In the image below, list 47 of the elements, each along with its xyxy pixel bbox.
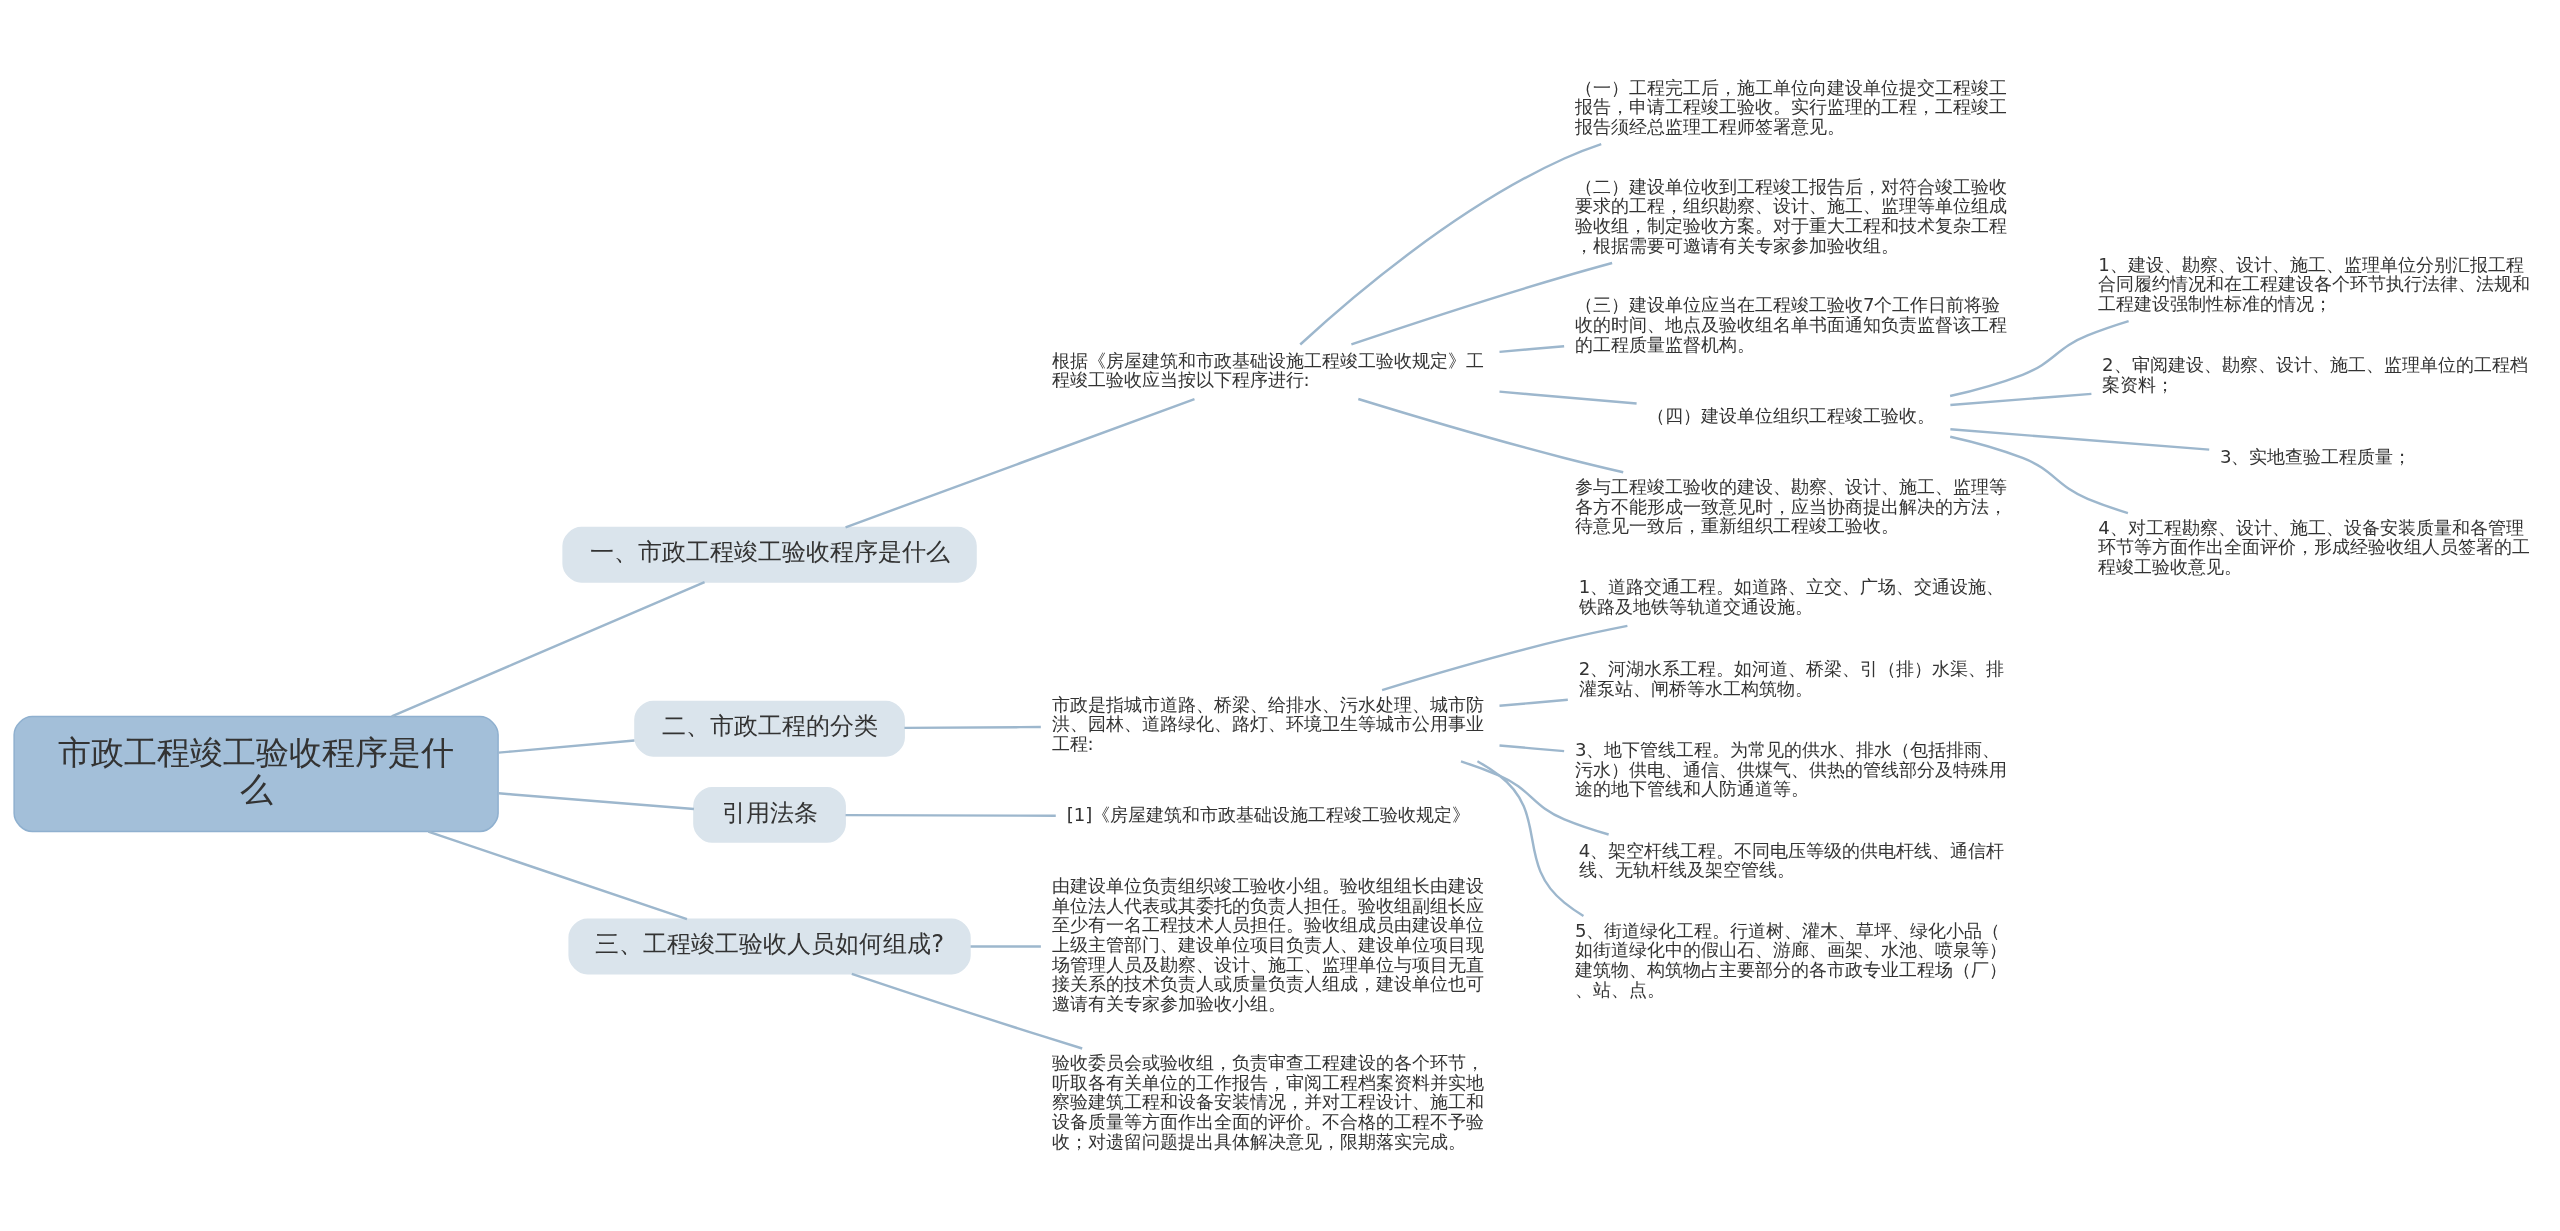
connector <box>1299 142 1602 345</box>
connector <box>1476 759 1585 917</box>
connector <box>1949 435 2129 514</box>
connector <box>904 725 1041 729</box>
connector <box>1950 392 2092 406</box>
connector <box>1499 698 1568 707</box>
node-text: 验收委员会或验收组，负责审查工程建设的各个环节，听取各有关单位的工作报告，审阅工程档案资料并实地察验建筑工程和设备安装情况，并对工程设计、施工和设备质量等方面作出全面的评价。不合格的工程不予验收；对遗留问题提出具体解决意见，限期落实完成。 <box>1051 1051 1484 1152</box>
node-box: 一、市政工程竣工验收程序是什么 <box>562 526 977 583</box>
node-text: [1]《房屋建筑和市政基础设施工程竣工验收规定》 <box>1066 803 1471 825</box>
node-text: 4、架空杆线工程。不同电压等级的供电杆线、通信杆线、无轨杆线及架空管线。 <box>1578 839 2005 880</box>
node-text: 由建设单位负责组织竣工验收小组。验收组组长由建设单位法人代表或其委托的负责人担任。验收组副组长应至少有一名工程技术人员担任。验收组成员由建设单位上级主管部门、建设单位项目负责人、建设单位项目现场管理人员及勘察、设计、施工、监理单位与项目无直接关系的技术负责人或质量负责人组成，建设单位也可邀请有关专家参加验收小组。 <box>1051 874 1484 1014</box>
connector <box>1351 261 1613 345</box>
connector <box>427 830 688 920</box>
node-box: 引用法条 <box>693 786 846 843</box>
node-text: 参与工程竣工验收的建设、勘察、设计、施工、监理等各方不能形成一致意见时，应当协商提出解决的方法，待意见一致后，重新组织工程竣工验收。 <box>1574 475 2007 536</box>
node-text: 1、道路交通工程。如道路、立交、广场、交通设施、铁路及地铁等轨道交通设施。 <box>1578 575 2005 617</box>
connector <box>391 580 706 718</box>
node-text: 2、河湖水系工程。如河道、桥梁、引（排）水渠、排灌泵站、闸桥等水工构筑物。 <box>1578 657 2005 699</box>
node-text: （一）工程完工后，施工单位向建设单位提交工程竣工报告，申请工程竣工验收。实行监理的工程，工程竣工报告须经总监理工程师签署意见。 <box>1574 76 2007 137</box>
node-text: 市政是指城市道路、桥梁、给排水、污水处理、城市防洪、园林、道路绿化、路灯、环境卫生等城市公用事业工程: <box>1051 693 1484 754</box>
connector <box>1381 624 1628 691</box>
node-text: （三）建设单位应当在工程竣工验收7个工作日前将验收的时间、地点及验收组名单书面通知负责监督该工程的工程质量监督机构。 <box>1574 293 2007 355</box>
node-text: （二）建设单位收到工程竣工报告后，对符合竣工验收要求的工程，组织勘察、设计、施工、监理等单位组成验收组，制定验收方案。对于重大工程和技术复杂工程，根据需要可邀请有关专家参加验收组。 <box>1574 175 2007 256</box>
node-text: 3、实地查验工程质量； <box>2219 445 2412 467</box>
connector <box>1949 319 2129 397</box>
connector <box>1357 397 1624 473</box>
connector <box>1460 759 1609 836</box>
node-text: 5、街道绿化工程。行道树、灌木、草坪、绿化小品（如街道绿化中的假山石、游廊、画架、水池、喷泉等）建筑物、构筑物占主要部分的各市政专业工程场（厂）、站、点。 <box>1574 919 2007 1000</box>
connector <box>1499 743 1565 752</box>
node-text: 根据《房屋建筑和市政基础设施工程竣工验收规定》工程竣工验收应当按以下程序进行: <box>1051 349 1484 390</box>
node-text: 3、地下管线工程。为常见的供水、排水（包括排雨、污水）供电、通信、供煤气、供热的管线部分及特殊用途的地下管线和人防通道等。 <box>1574 738 2007 799</box>
connector <box>498 738 635 754</box>
connector <box>845 397 1195 528</box>
connector <box>1950 427 2210 451</box>
node-box: 三、工程竣工验收人员如何组成? <box>568 918 971 974</box>
node-box: 市政工程竣工验收程序是什么 <box>13 715 499 832</box>
node-text: 4、对工程勘察、设计、施工、设备安装质量和各管理环节等方面作出全面评价，形成经验收组人员签署的工程竣工验收意见。 <box>2098 516 2531 577</box>
node-box: 二、市政工程的分类 <box>634 700 905 757</box>
connector <box>845 813 1056 817</box>
connector <box>498 791 695 810</box>
connector <box>970 944 1041 948</box>
node-text: 2、审阅建设、勘察、设计、施工、监理单位的工程档案资料； <box>2101 353 2528 395</box>
connector <box>1499 389 1637 405</box>
node-text: （四）建设单位组织工程竣工验收。 <box>1647 404 1936 426</box>
connector <box>1499 344 1565 353</box>
node-text: 1、建设、勘察、设计、施工、监理单位分别汇报工程合同履约情况和在工程建设各个环节执行法律、法规和工程建设强制性标准的情况； <box>2098 253 2531 314</box>
connector <box>851 972 1083 1050</box>
